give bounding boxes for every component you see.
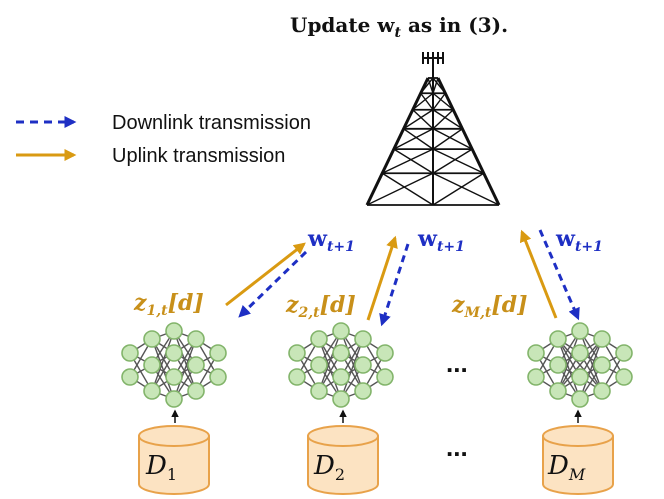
neuron-node: [571, 322, 589, 340]
neuron-node: [143, 356, 161, 374]
neuron-node: [615, 368, 633, 386]
downlink-label-1: wt+1: [307, 226, 355, 255]
neuron-node: [593, 382, 611, 400]
base-station-tower-icon: [365, 52, 501, 206]
neuron-node: [571, 390, 589, 408]
downlink-arrow-1: [238, 250, 308, 318]
database-body: [138, 436, 210, 495]
neuron-node: [376, 368, 394, 386]
database-icon-1: [138, 425, 210, 495]
neuron-node: [143, 330, 161, 348]
uplink-label-1: z1,t[d]: [133, 290, 204, 319]
neuron-node: [310, 356, 328, 374]
neural-network-icon-2: [288, 322, 394, 408]
neuron-node: [615, 344, 633, 362]
neuron-node: [310, 382, 328, 400]
neuron-node: [527, 368, 545, 386]
neural-network-icon-1: [121, 322, 227, 408]
uplink-label-2: z2,t[d]: [285, 292, 356, 321]
downlink-arrows: [238, 229, 580, 327]
neuron-node: [593, 330, 611, 348]
uplink-arrow-2: [366, 235, 398, 321]
neuron-node: [165, 368, 183, 386]
neuron-node: [354, 382, 372, 400]
neuron-node: [187, 330, 205, 348]
neuron-node: [354, 330, 372, 348]
legend-downlink-label: Downlink transmission: [112, 112, 311, 134]
neuron-node: [527, 344, 545, 362]
uplink-arrow-1: [225, 242, 306, 307]
database-top: [307, 425, 379, 447]
neuron-node: [332, 322, 350, 340]
neuron-node: [571, 344, 589, 362]
legend: Downlink transmission Uplink transmissio…: [16, 112, 311, 167]
neuron-node: [549, 382, 567, 400]
database-icon-2: [307, 425, 379, 495]
dataset-label-m: DM: [547, 451, 586, 484]
neural-network-icon-m: [527, 322, 633, 408]
database-body: [307, 436, 379, 495]
legend-uplink-label: Uplink transmission: [112, 145, 285, 167]
neuron-node: [549, 330, 567, 348]
ellipsis-networks: ...: [446, 348, 468, 378]
downlink-label-m: wt+1: [555, 226, 603, 255]
header-title: Update wt as in (3).: [290, 13, 508, 41]
ellipsis-datasets: ...: [446, 432, 468, 462]
neuron-node: [354, 356, 372, 374]
neuron-node: [288, 368, 306, 386]
database-top: [542, 425, 614, 447]
neuron-node: [593, 356, 611, 374]
dataset-label-1: D1: [145, 451, 177, 484]
neuron-node: [209, 344, 227, 362]
downlink-label-2: wt+1: [417, 226, 465, 255]
uplink-arrows: [225, 229, 558, 321]
neuron-node: [121, 344, 139, 362]
neuron-node: [187, 356, 205, 374]
neuron-node: [209, 368, 227, 386]
neuron-node: [288, 344, 306, 362]
legend-downlink: Downlink transmission: [16, 112, 311, 134]
uplink-label-m: zM,t[d]: [451, 292, 528, 321]
neuron-node: [376, 344, 394, 362]
neuron-node: [332, 368, 350, 386]
uplink-arrow-m: [519, 229, 558, 319]
neuron-node: [332, 390, 350, 408]
neuron-node: [571, 368, 589, 386]
neuron-node: [165, 322, 183, 340]
database-icon-m: [542, 425, 614, 495]
downlink-arrow-m: [538, 229, 580, 321]
neuron-node: [165, 390, 183, 408]
neuron-node: [187, 382, 205, 400]
database-top: [138, 425, 210, 447]
neuron-node: [549, 356, 567, 374]
dataset-label-2: D2: [313, 451, 345, 484]
downlink-arrow-2: [379, 243, 410, 327]
legend-uplink: Uplink transmission: [16, 145, 285, 167]
neuron-node: [165, 344, 183, 362]
neuron-node: [143, 382, 161, 400]
neuron-node: [310, 330, 328, 348]
neuron-node: [121, 368, 139, 386]
neuron-node: [332, 344, 350, 362]
database-body: [542, 436, 614, 495]
